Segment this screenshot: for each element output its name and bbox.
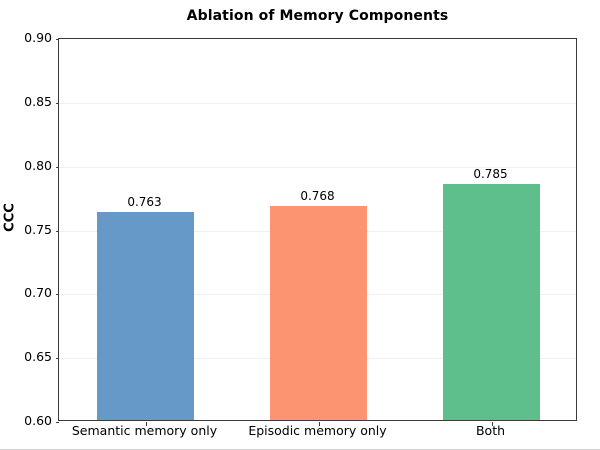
y-tick-label: 0.65 — [24, 349, 52, 365]
y-tick-label: 0.60 — [24, 413, 52, 428]
y-tick-label: 0.80 — [24, 157, 52, 173]
plot-area — [55, 38, 577, 426]
x-tick-label: Episodic memory only — [248, 423, 387, 438]
y-tick-mark — [55, 39, 59, 40]
y-tick-mark — [55, 358, 59, 360]
y-tick-mark — [55, 102, 59, 104]
chart-title: Ablation of Memory Components — [186, 8, 449, 24]
y-tick-mark — [55, 166, 59, 168]
y-tick-label: 0.85 — [24, 93, 52, 109]
y-tick-mark — [55, 422, 59, 423]
y-tick-label: 0.90 — [24, 30, 52, 45]
gridline — [59, 166, 576, 168]
bar-value-label: 0.763 — [127, 194, 162, 209]
bar-value-label: 0.768 — [300, 188, 335, 203]
x-tick-mark — [491, 422, 493, 426]
x-tick-label: Both — [475, 423, 506, 438]
y-tick-mark — [55, 294, 59, 296]
bar-1[interactable] — [97, 211, 194, 420]
bar-value-label: 0.785 — [473, 166, 508, 181]
bar-3[interactable] — [443, 183, 540, 420]
x-tick-label: Semantic memory only — [71, 423, 218, 438]
x-tick-mark — [145, 422, 147, 426]
x-tick-mark — [318, 422, 320, 426]
y-tick-label: 0.70 — [24, 285, 52, 301]
y-tick-label: 0.75 — [24, 221, 52, 237]
y-tick-mark — [55, 230, 59, 232]
gridline — [59, 102, 576, 104]
bar-2[interactable] — [270, 205, 367, 420]
